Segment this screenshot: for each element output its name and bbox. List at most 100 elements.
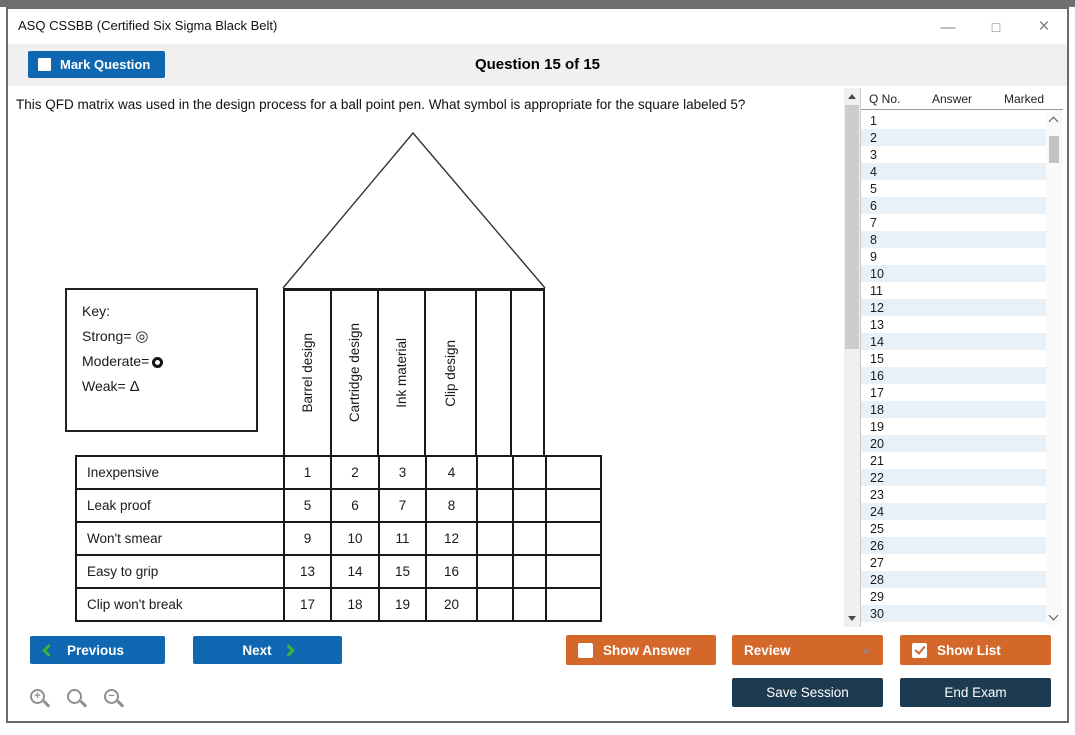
matrix-row: Leak proof 5 6 7 8 [77,490,602,523]
matrix-row: Easy to grip 13 14 15 16 [77,556,602,589]
zoom-reset-button[interactable] [65,687,89,711]
question-number: 2 [870,130,877,145]
close-icon[interactable]: × [1038,16,1050,37]
matrix-cell: 1 [285,457,332,490]
show-list-button[interactable]: Show List [900,635,1051,665]
question-list-row[interactable]: 15 [861,350,1047,367]
scroll-up-arrow-icon[interactable] [848,94,856,99]
show-answer-checkbox-icon[interactable] [578,642,593,658]
matrix-row-label: Clip won't break [77,589,285,622]
column-header-barrel-design: Barrel design [285,291,332,455]
mark-question-button[interactable]: Mark Question [28,51,165,78]
question-list-row[interactable]: 14 [861,333,1047,350]
qfd-roof-triangle [282,131,546,289]
question-list-row[interactable]: 6 [861,197,1047,214]
column-header-clip-design: Clip design [426,291,477,455]
question-list-row[interactable]: 21 [861,452,1047,469]
question-list-row[interactable]: 16 [861,367,1047,384]
question-list-scrollbar[interactable] [1046,110,1062,625]
question-number: 20 [870,436,884,451]
end-exam-button[interactable]: End Exam [900,678,1051,707]
question-number: 7 [870,215,877,230]
marked-column-header: Marked [1003,91,1044,106]
question-list-row[interactable]: 18 [861,401,1047,418]
matrix-cell-empty [547,589,602,622]
question-number: 12 [870,300,884,315]
matrix-cell: 20 [427,589,478,622]
content-scrollbar[interactable] [844,88,860,627]
matrix-cell-empty [478,490,514,523]
app-window: ASQ CSSBB (Certified Six Sigma Black Bel… [6,7,1069,723]
matrix-cell: 19 [380,589,427,622]
matrix-cell-empty [514,556,547,589]
key-weak-row: Weak= Δ [82,378,140,395]
question-list-row[interactable]: 2 [861,129,1047,146]
question-list-row[interactable]: 22 [861,469,1047,486]
question-list-row[interactable]: 27 [861,554,1047,571]
question-list: 1 2 3 4 [861,112,1047,624]
scroll-down-arrow-icon[interactable] [848,616,856,621]
show-answer-button[interactable]: Show Answer [566,635,716,665]
question-list-row[interactable]: 4 [861,163,1047,180]
previous-button[interactable]: Previous [30,636,165,664]
question-content-area: This QFD matrix was used in the design p… [8,86,844,627]
question-list-panel: Q No. Answer Marked 1 2 3 [860,88,1063,627]
question-list-row[interactable]: 3 [861,146,1047,163]
maximize-icon[interactable]: □ [991,19,1001,35]
zoom-out-button[interactable]: − [102,687,126,711]
question-number: 28 [870,572,884,587]
question-list-row[interactable]: 17 [861,384,1047,401]
matrix-cell: 16 [427,556,478,589]
question-list-row[interactable]: 23 [861,486,1047,503]
question-list-row[interactable]: 19 [861,418,1047,435]
question-number: 6 [870,198,877,213]
question-number: 21 [870,453,884,468]
question-list-row[interactable]: 24 [861,503,1047,520]
save-session-button[interactable]: Save Session [732,678,883,707]
matrix-row: Won't smear 9 10 11 12 [77,523,602,556]
next-button[interactable]: Next [193,636,342,664]
question-number: 11 [870,283,883,298]
list-scroll-down-icon[interactable] [1048,610,1059,621]
content-scrollbar-thumb[interactable] [845,105,859,349]
question-list-row[interactable]: 13 [861,316,1047,333]
question-list-row[interactable]: 28 [861,571,1047,588]
show-list-checkbox-checked-icon[interactable] [912,642,927,658]
minimize-icon[interactable]: — [940,18,956,36]
review-button[interactable]: Review ▲ [732,635,883,665]
question-list-header: Q No. Answer Marked [861,88,1063,110]
magnifier-icon [67,689,82,704]
question-list-row[interactable]: 7 [861,214,1047,231]
question-list-row[interactable]: 5 [861,180,1047,197]
question-list-row[interactable]: 25 [861,520,1047,537]
question-list-row[interactable]: 8 [861,231,1047,248]
chevron-right-icon [281,643,295,657]
matrix-row-label: Won't smear [77,523,285,556]
zoom-in-button[interactable]: + [28,687,52,711]
question-number: 1 [870,113,877,128]
question-list-row[interactable]: 10 [861,265,1047,282]
question-list-row[interactable]: 26 [861,537,1047,554]
question-list-row[interactable]: 9 [861,248,1047,265]
mark-question-checkbox-icon[interactable] [38,58,51,71]
question-list-row[interactable]: 20 [861,435,1047,452]
question-list-row[interactable]: 29 [861,588,1047,605]
matrix-cell-empty [478,457,514,490]
matrix-cell: 9 [285,523,332,556]
matrix-row-label: Leak proof [77,490,285,523]
question-number: 15 [870,351,884,366]
moderate-symbol-ring-icon [152,357,164,368]
qno-column-header: Q No. [869,91,901,106]
column-header-empty [512,291,543,455]
show-answer-label: Show Answer [603,642,692,658]
matrix-row: Clip won't break 17 18 19 20 [77,589,602,622]
magnifier-minus-icon: − [104,689,119,704]
question-list-row[interactable]: 11 [861,282,1047,299]
question-list-row[interactable]: 30 [861,605,1047,622]
question-list-row[interactable]: 12 [861,299,1047,316]
question-list-row[interactable]: 1 [861,112,1047,129]
list-scroll-up-icon[interactable] [1048,116,1059,127]
magnifier-plus-icon: + [30,689,45,704]
window-top-shadow [0,0,1075,7]
question-list-scrollbar-thumb[interactable] [1049,136,1059,163]
